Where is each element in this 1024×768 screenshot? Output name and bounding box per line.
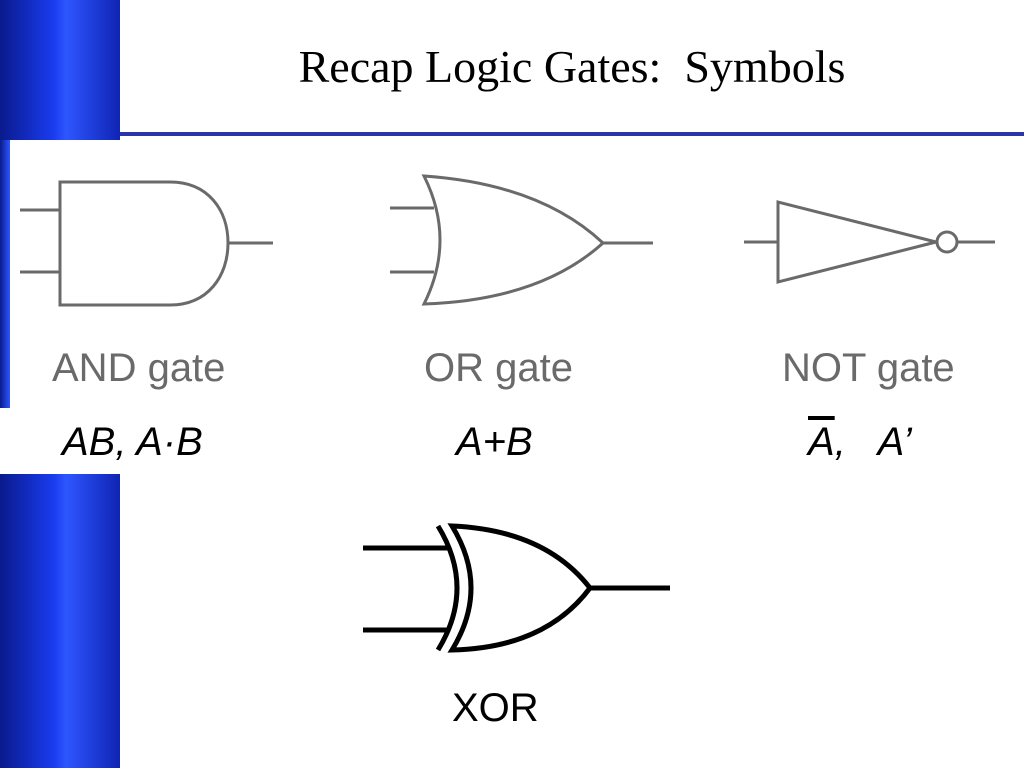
slide-title: Recap Logic Gates: Symbols — [298, 41, 846, 92]
decorative-blue-bar-side — [0, 140, 10, 408]
not-expression-bar: A — [808, 420, 835, 464]
decorative-blue-bar-top — [0, 0, 120, 140]
or-expression: A+B — [456, 420, 533, 464]
title-divider — [120, 132, 1024, 136]
decorative-blue-bar-bottom — [0, 474, 120, 768]
not-gate-label: NOT gate — [782, 346, 955, 390]
gates-image-panel — [10, 145, 1024, 407]
and-expression: AB, A·B — [62, 420, 203, 464]
not-expression-prime: , A’ — [834, 420, 912, 464]
not-expression: A, A’ — [808, 422, 912, 462]
xor-label: XOR — [452, 686, 539, 730]
and-gate-label: AND gate — [52, 346, 226, 390]
or-gate-label: OR gate — [424, 346, 573, 390]
